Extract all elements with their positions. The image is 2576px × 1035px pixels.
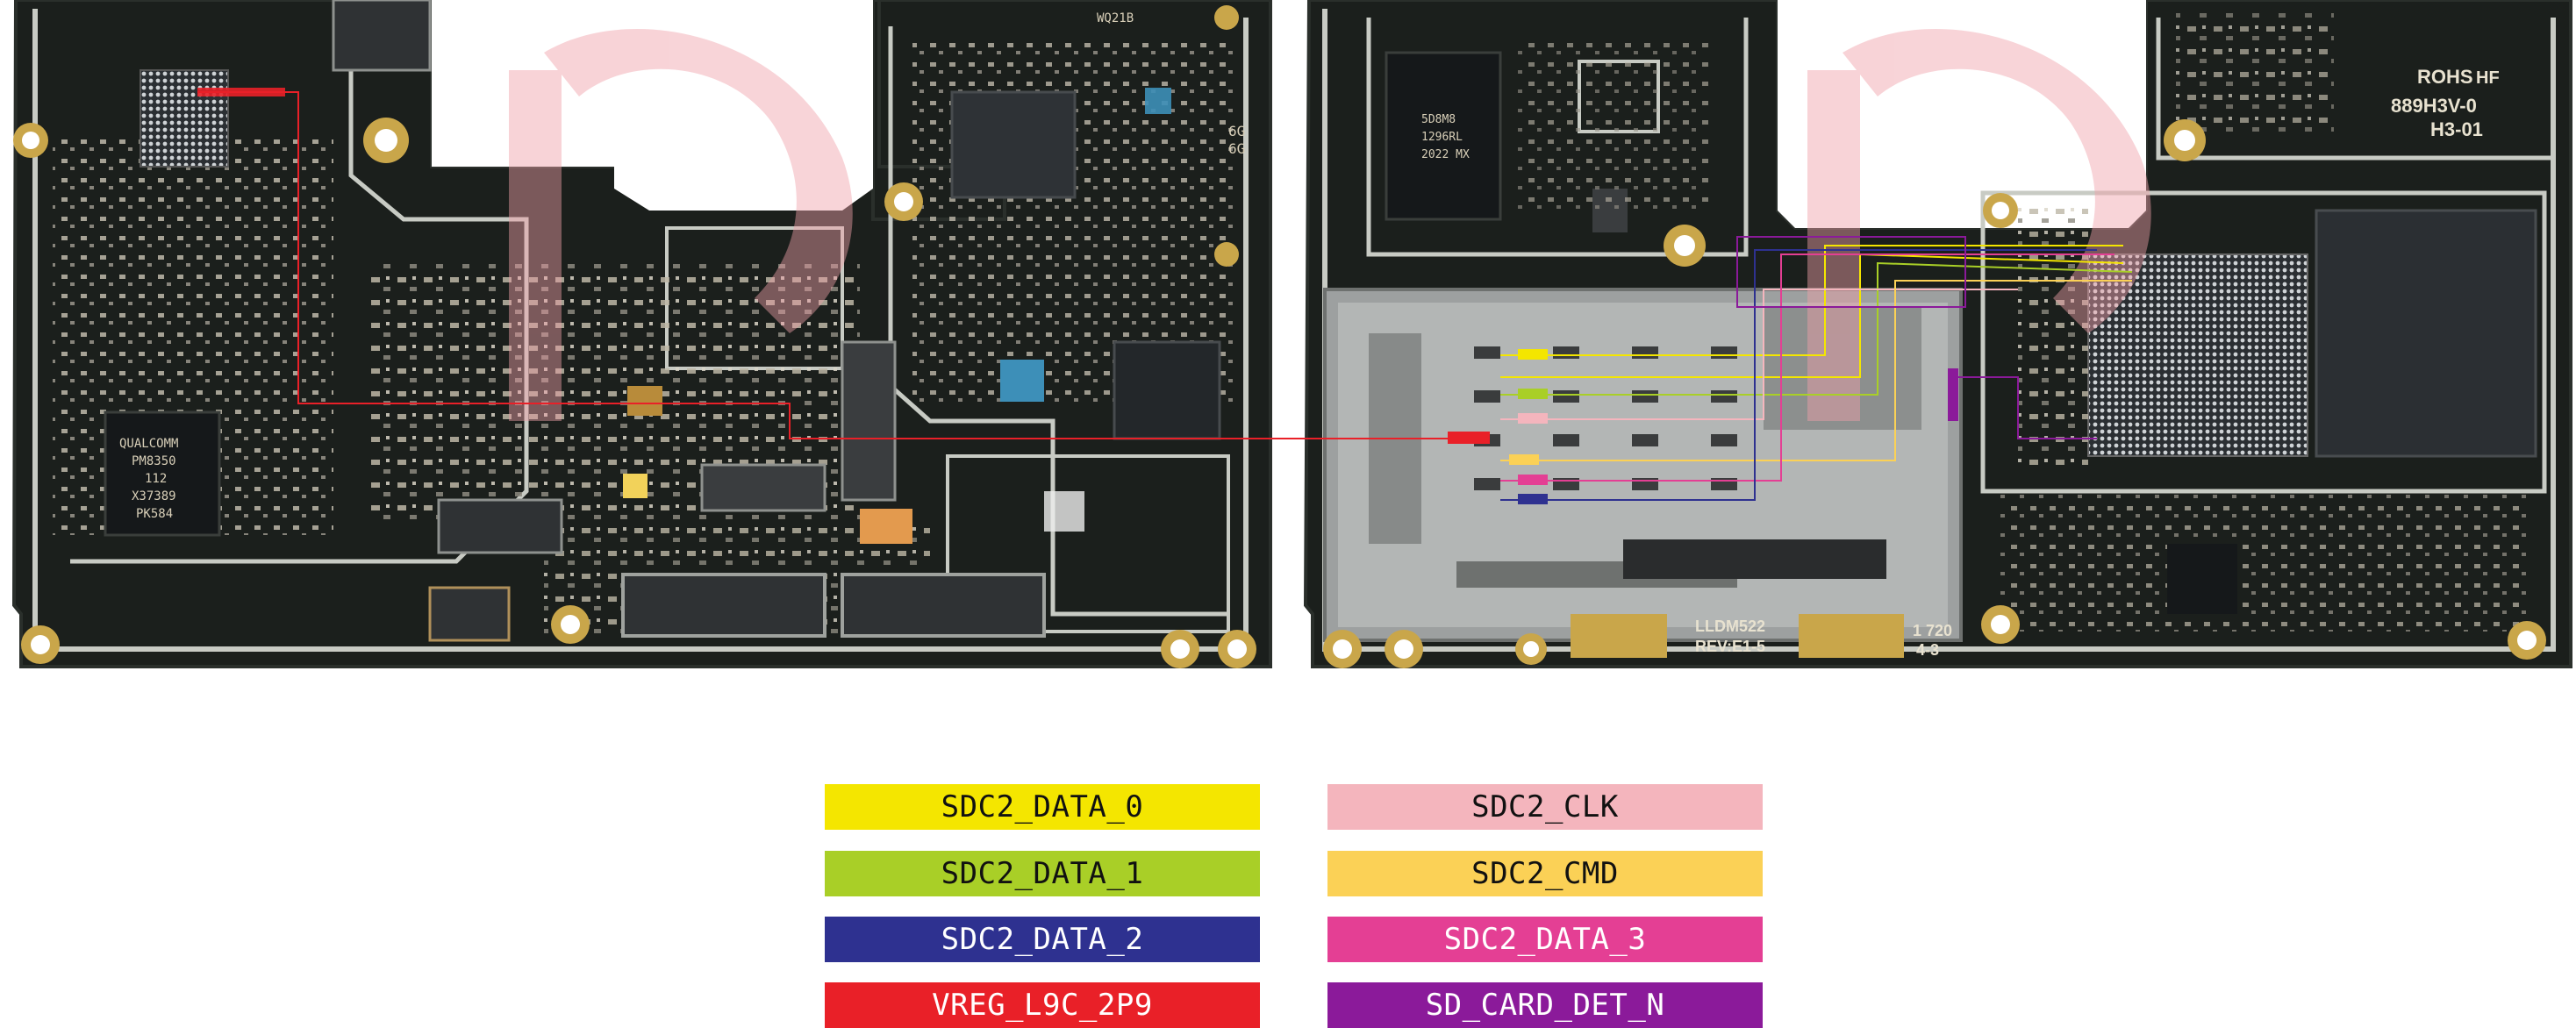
legend-sdc2-clk: SDC2_CLK [1327, 784, 1763, 830]
trace-det [1948, 376, 2097, 439]
svg-text:REV:E1-5: REV:E1-5 [1695, 638, 1765, 655]
legend-label: SDC2_CLK [1471, 789, 1619, 824]
svg-text:2022 MX: 2022 MX [1421, 148, 1470, 161]
trace-cmd [1500, 280, 2132, 461]
legend-label: SDC2_DATA_2 [941, 922, 1144, 957]
legend-sdc2-data-0: SDC2_DATA_0 [825, 784, 1260, 830]
svg-text:889H3V-0: 889H3V-0 [2391, 95, 2477, 117]
svg-text:PM8350: PM8350 [132, 454, 176, 468]
svg-text:HF: HF [2476, 68, 2500, 88]
svg-text:1 720: 1 720 [1913, 622, 1952, 639]
legend-label: SDC2_DATA_0 [941, 789, 1144, 824]
net-legend: SDC2_DATA_0 SDC2_CLK SDC2_DATA_1 SDC2_CM… [825, 781, 1764, 1035]
svg-text:4-3: 4-3 [1916, 641, 1939, 659]
left-board: QUALCOMM PM8350 112 X37389 PK584 6G [11, 0, 1272, 668]
trace-data2 [1500, 249, 2097, 501]
sim-sd-tray [1323, 288, 1963, 642]
watermark-logo [509, 29, 2151, 421]
svg-text:5D8M8: 5D8M8 [1421, 113, 1456, 126]
svg-text:1296RL: 1296RL [1421, 131, 1463, 144]
legend-sdc2-data-2: SDC2_DATA_2 [825, 917, 1260, 962]
left-pmic-marking: QUALCOMM PM8350 112 X37389 PK584 [119, 437, 178, 521]
legend-sdc2-cmd: SDC2_CMD [1327, 851, 1763, 896]
compliance-markings: ROHS HF 889H3V-0 H3-01 [2391, 66, 2500, 140]
svg-text:LLDM522: LLDM522 [1695, 617, 1765, 635]
svg-text:6G: 6G [1228, 123, 1245, 139]
legend-sd-card-det-n: SD_CARD_DET_N [1327, 982, 1763, 1028]
svg-text:ROHS: ROHS [2417, 66, 2473, 88]
legend-label: SD_CARD_DET_N [1425, 988, 1665, 1023]
legend-label: VREG_L9C_2P9 [932, 988, 1153, 1023]
legend-sdc2-data-1: SDC2_DATA_1 [825, 851, 1260, 896]
board-id-marking: LLDM522 REV:E1-5 1 720 4-3 [1695, 617, 1952, 659]
trace-data0 [1500, 245, 2123, 356]
net-traces [197, 88, 2133, 504]
right-board: 5D8M8 1296RL 2022 MX ROHS HF 889H3V-0 H3… [1303, 0, 2572, 668]
right-top-chip-marking: 5D8M8 1296RL 2022 MX [1421, 113, 1470, 161]
svg-text:WQ21B: WQ21B [1097, 11, 1134, 25]
trace-clk [1500, 289, 2018, 420]
svg-text:6G: 6G [1228, 140, 1245, 157]
svg-text:X37389: X37389 [132, 489, 176, 503]
svg-text:PK584: PK584 [136, 507, 173, 521]
legend-sdc2-data-3: SDC2_DATA_3 [1327, 917, 1763, 962]
pcb-boards: QUALCOMM PM8350 112 X37389 PK584 6G [11, 0, 2572, 668]
svg-text:QUALCOMM: QUALCOMM [119, 437, 178, 451]
svg-text:112: 112 [145, 472, 167, 486]
legend-vreg-l9c-2p9: VREG_L9C_2P9 [825, 982, 1260, 1028]
legend-label: SDC2_DATA_1 [941, 856, 1144, 891]
svg-text:H3-01: H3-01 [2430, 118, 2483, 140]
trace-data3 [1500, 253, 2114, 482]
legend-label: SDC2_DATA_3 [1443, 922, 1647, 957]
legend-label: SDC2_CMD [1471, 856, 1619, 891]
trace-data1 [1500, 261, 2133, 396]
